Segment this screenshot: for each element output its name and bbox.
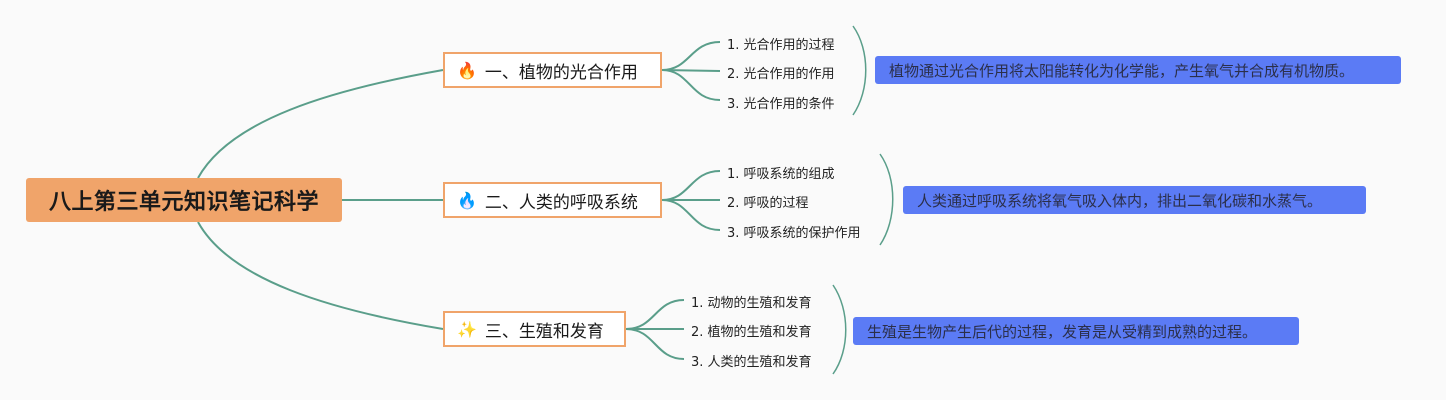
- root-topic[interactable]: 八上第三单元知识笔记科学: [26, 178, 342, 222]
- connector-b1-item-3: [661, 69, 721, 101]
- connector-root-branch-3: [197, 221, 444, 330]
- connector-b2-item-3: [661, 199, 721, 231]
- blue-flame-icon: 🔥: [457, 190, 477, 210]
- topic-respiratory-system[interactable]: 🔥 二、人类的呼吸系统: [443, 182, 662, 218]
- subtopic-item[interactable]: 3. 人类的生殖和发育: [691, 355, 812, 370]
- summary-photosynthesis[interactable]: 植物通过光合作用将太阳能转化为化学能，产生氧气并合成有机物质。: [875, 56, 1401, 84]
- summary-brace-3: [832, 284, 847, 375]
- fire-icon: 🔥: [457, 60, 477, 80]
- summary-brace-2: [879, 153, 894, 246]
- subtopic-item[interactable]: 1. 光合作用的过程: [727, 38, 835, 53]
- subtopic-item[interactable]: 1. 呼吸系统的组成: [727, 167, 835, 182]
- summary-reproduction-development[interactable]: 生殖是生物产生后代的过程，发育是从受精到成熟的过程。: [853, 317, 1299, 345]
- subtopic-item[interactable]: 2. 光合作用的作用: [727, 67, 835, 82]
- topic-label: 一、植物的光合作用: [484, 62, 638, 83]
- topic-reproduction-development[interactable]: ✨ 三、生殖和发育: [443, 311, 626, 347]
- subtopic-item[interactable]: 2. 呼吸的过程: [727, 196, 809, 211]
- connector-root-branch-1: [197, 69, 444, 179]
- summary-brace-1: [852, 25, 867, 116]
- connector-b1-item-2: [661, 69, 721, 72]
- topic-label: 二、人类的呼吸系统: [484, 192, 638, 213]
- connector-b3-item-1: [625, 299, 685, 330]
- topic-label: 三、生殖和发育: [484, 321, 604, 342]
- subtopic-item[interactable]: 1. 动物的生殖和发育: [691, 296, 812, 311]
- connector-b3-item-3: [625, 328, 685, 360]
- magic-wand-icon: ✨: [457, 319, 477, 339]
- summary-respiratory-system[interactable]: 人类通过呼吸系统将氧气吸入体内，排出二氧化碳和水蒸气。: [903, 186, 1366, 214]
- connector-b1-item-1: [661, 41, 721, 71]
- subtopic-item[interactable]: 3. 光合作用的条件: [727, 97, 835, 112]
- connector-b2-item-1: [661, 170, 721, 201]
- topic-photosynthesis[interactable]: 🔥 一、植物的光合作用: [443, 52, 662, 88]
- subtopic-item[interactable]: 2. 植物的生殖和发育: [691, 325, 812, 340]
- subtopic-item[interactable]: 3. 呼吸系统的保护作用: [727, 226, 861, 241]
